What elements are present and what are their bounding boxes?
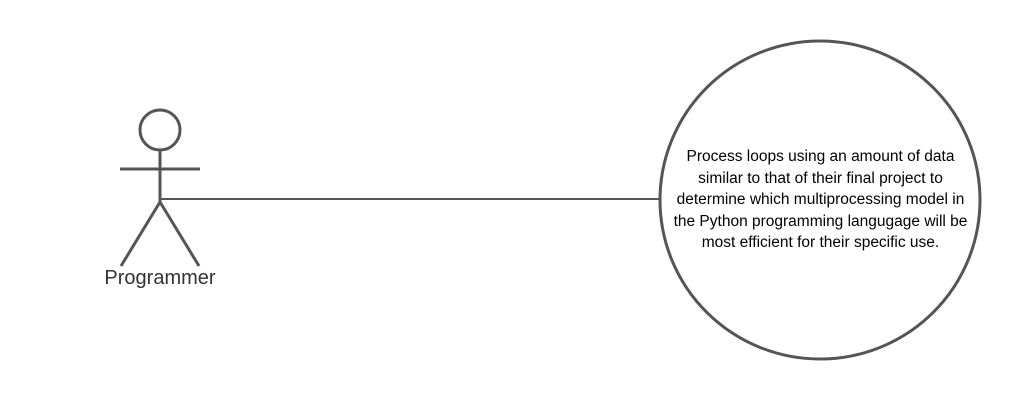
actor-figure — [119, 108, 201, 267]
actor-label: Programmer — [104, 267, 216, 289]
use-case-label-container: Process loops using an amount of data si… — [668, 130, 973, 270]
actor-head — [138, 108, 182, 152]
actor-right-leg — [158, 201, 201, 267]
use-case-label: Process loops using an amount of data si… — [673, 148, 968, 252]
use-case-ellipse — [658, 39, 982, 361]
actor-left-leg — [119, 201, 162, 267]
